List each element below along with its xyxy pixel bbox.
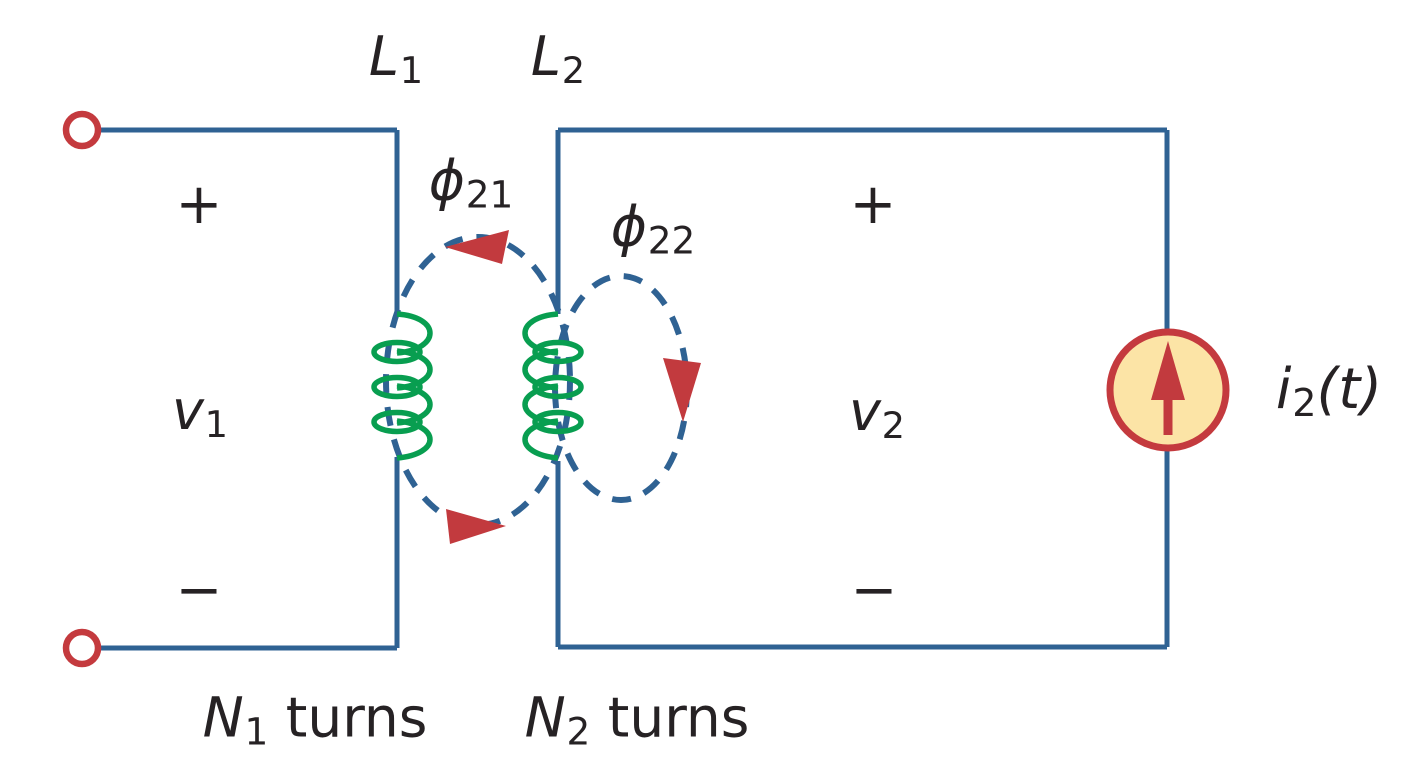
coil1-inductor [371,311,433,461]
coil2-arcs [522,311,559,461]
flux-phi22-arrow-icon [663,358,701,422]
flux-phi21-top-arrow-icon [445,230,509,264]
coil1-loop1 [371,339,423,365]
label-L1-base: L [368,25,399,88]
label-i2t-suffix: (t) [1316,357,1383,422]
terminal-bottom-icon [62,628,102,668]
label-v1: v1 [172,384,228,443]
coil2-loop1 [532,339,584,365]
label-v2-base: v [848,380,881,443]
flux-phi22-path [552,273,690,503]
label-n1-turns: N1 turns [203,690,428,750]
v2-plus-sign: + [849,172,897,237]
label-L1-sub: 1 [399,49,424,93]
label-flux22: ϕ22 [611,199,696,259]
label-v2: v2 [849,385,905,444]
current-source [1106,328,1230,452]
label-flux22-sub: 22 [647,218,696,263]
label-L1: L1 [369,30,423,89]
label-n2-base: N [524,685,566,750]
label-n2-suffix: turns [590,685,750,750]
label-L2-sub: 2 [561,49,586,93]
label-flux22-base: ϕ [610,194,647,259]
label-n1-sub: 1 [244,709,269,754]
label-n1-base: N [202,685,244,750]
label-flux21-sub: 21 [465,172,514,217]
primary-loop-wires [99,127,400,651]
coil1-arcs [396,311,433,461]
label-v2-sub: 2 [881,404,906,448]
label-v1-base: v [171,379,204,442]
label-i2t: i2(t) [1276,362,1382,423]
coil2-inductor [522,311,584,461]
label-v1-sub: 1 [204,403,229,447]
label-L2: L2 [531,30,585,89]
v1-plus-sign: + [175,172,223,237]
v2-minus-sign: − [850,558,898,623]
coil1-loop3 [371,409,423,435]
label-n1-suffix: turns [268,685,428,750]
label-i2t-sub: 2 [1292,381,1317,426]
coil2-loop2 [532,374,584,400]
label-flux21: ϕ21 [429,153,514,213]
current-source-arrow-icon [1151,341,1185,400]
label-flux21-base: ϕ [428,148,465,213]
secondary-loop-wires [555,127,1170,650]
label-i2t-base: i [1275,357,1292,422]
v1-minus-sign: − [175,558,223,623]
coil1-loop2 [371,374,423,400]
label-n2-turns: N2 turns [525,690,750,750]
coil2-loop3 [532,409,584,435]
terminal-top-icon [62,110,102,150]
label-n2-sub: 2 [566,709,591,754]
flux-phi21-bottom-arrow-icon [446,509,506,544]
label-L2-base: L [530,25,561,88]
